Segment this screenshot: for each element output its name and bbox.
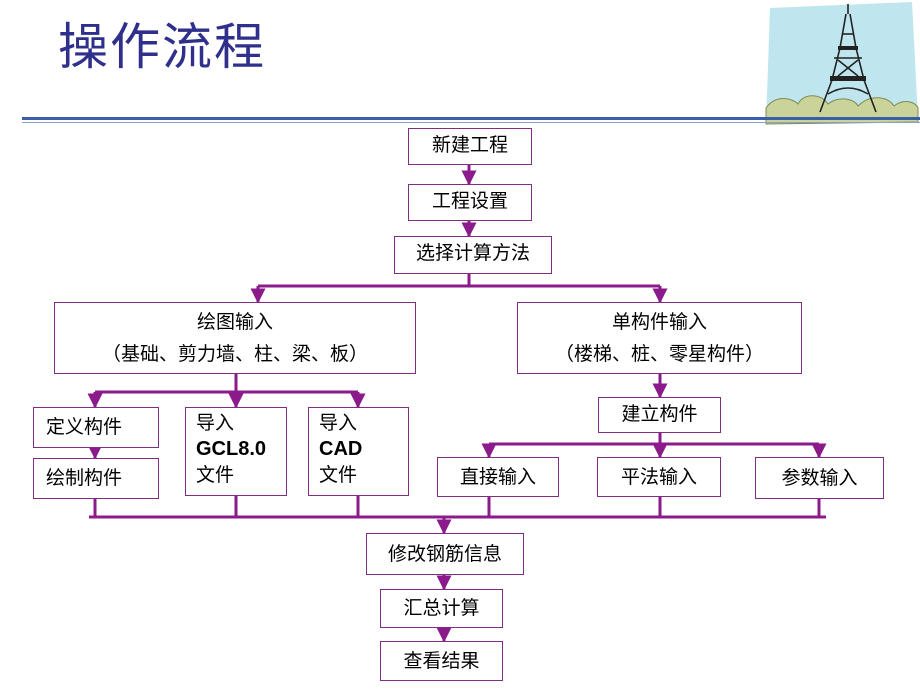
node-parameter-input: 参数输入 bbox=[755, 457, 884, 499]
node-draw-component: 绘制构件 bbox=[33, 458, 159, 499]
node-import-gcl: 导入 GCL8.0 文件 bbox=[185, 407, 287, 496]
node-choose-method: 选择计算方法 bbox=[394, 236, 552, 274]
node-import-cad: 导入 CAD 文件 bbox=[308, 407, 409, 496]
node-project-settings: 工程设置 bbox=[408, 184, 532, 221]
page-title: 操作流程 bbox=[58, 18, 266, 76]
node-define-component: 定义构件 bbox=[33, 407, 159, 448]
single-input-title: 单构件输入 bbox=[611, 311, 707, 333]
node-build-component: 建立构件 bbox=[598, 397, 721, 433]
import-cad-file: 文件 bbox=[319, 464, 358, 486]
node-new-project: 新建工程 bbox=[408, 128, 532, 165]
node-drawing-input: 绘图输入 （基础、剪力墙、柱、梁、板） bbox=[54, 302, 416, 374]
import-cad-label: 导入 bbox=[319, 412, 358, 434]
import-cad-format: CAD bbox=[319, 438, 363, 460]
drawing-input-detail: （基础、剪力墙、柱、梁、板） bbox=[101, 343, 368, 365]
node-modify-rebar: 修改钢筋信息 bbox=[366, 533, 524, 575]
eiffel-tower-icon bbox=[765, 2, 919, 125]
import-gcl-file: 文件 bbox=[196, 464, 235, 486]
node-flat-method-input: 平法输入 bbox=[597, 457, 721, 497]
node-view-result: 查看结果 bbox=[380, 641, 503, 681]
title-rule-thin bbox=[22, 122, 920, 123]
single-input-detail: （楼梯、桩、零星构件） bbox=[554, 343, 764, 365]
node-single-input: 单构件输入 （楼梯、桩、零星构件） bbox=[517, 302, 802, 374]
title-rule bbox=[22, 117, 920, 120]
drawing-input-title: 绘图输入 bbox=[196, 311, 273, 333]
import-gcl-label: 导入 bbox=[196, 412, 235, 434]
node-direct-input: 直接输入 bbox=[437, 457, 559, 497]
import-gcl-version: GCL8.0 bbox=[196, 438, 267, 460]
node-summary-calc: 汇总计算 bbox=[380, 589, 503, 628]
